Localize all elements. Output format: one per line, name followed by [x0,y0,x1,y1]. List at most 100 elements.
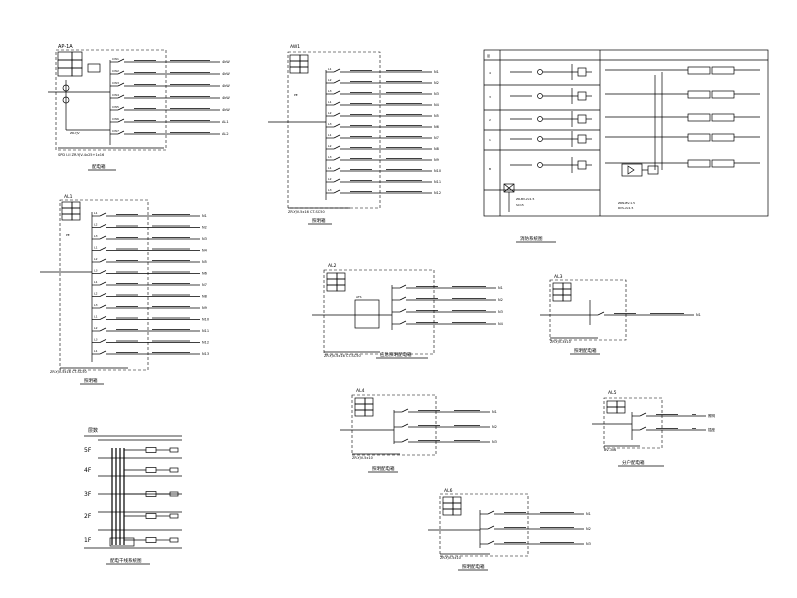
panel-ap5: AL3 ZR-YJV-3x10 N1 照明配电箱 [540,274,701,355]
circuit-id: L2 [94,292,98,296]
load-label: N1 [434,70,439,74]
load-label: N4 [434,103,440,107]
load-label: N3 [434,92,439,96]
riser-floor-row: 4F [84,467,179,474]
load-label: 4kW [222,60,230,64]
circuit-id: L2 [328,111,332,115]
panel-ap8-name: AL6 [444,488,453,494]
fire-system-diagram: 层 4 3 2 1 B ZR-BV-2x1.5 SC15 ZRN-BV-1.5 … [483,49,769,243]
load-label: 4kW [222,108,230,112]
circuit-id: L3 [94,269,98,273]
svg-text:ZRN-BV-1.5: ZRN-BV-1.5 [618,201,635,205]
svg-text:PE: PE [294,93,298,97]
panel-ap7-caption: 分户配电箱 [622,459,645,466]
ap8-circuit-row: N1 [480,510,591,516]
ap4-circuit-row: N4 [392,320,504,326]
riser-caption: 配电干线系统图 [110,557,142,564]
riser-floor-row: 3F [84,491,179,498]
svg-text:ZR-YJV-5x16 CT-SC50: ZR-YJV-5x16 CT-SC50 [288,210,325,214]
ap6-circuit-row: N2 [394,423,497,429]
panel-ap1-name: AP-1A [58,44,73,50]
panel-ap6-caption: 照明配电箱 [372,465,395,472]
circuit-id: L2 [94,257,98,261]
fire-floor-row [510,157,760,173]
svg-text:PE: PE [66,233,70,237]
panel-ap3-caption: 照明箱 [84,377,98,384]
load-label: N9 [434,158,439,162]
circuit-id: L2 [328,177,332,181]
circuit-id: L1 [328,67,332,71]
svg-text:BV-3x6: BV-3x6 [604,448,616,452]
load-label: N2 [492,425,497,429]
circuit-id: L2 [328,144,332,148]
ap6-circuit-row: N1 [394,408,497,414]
load-label: 插座 [708,427,716,432]
svg-text:B: B [489,167,491,171]
circuit-id: L1 [94,211,98,215]
load-label: N2 [202,226,207,230]
ap7-circuit-row: 照明 [632,412,716,418]
panel-ap1-caption: 配电箱 [92,163,106,170]
ap6-circuit-row: N3 [394,438,497,444]
svg-text:ZR-YJV-5x16 CT-SC50: ZR-YJV-5x16 CT-SC50 [324,354,361,358]
load-label: N9 [202,306,207,310]
panel-ap6-name: AL4 [356,388,365,394]
svg-text:1: 1 [489,138,491,142]
circuit-id: L3 [328,188,332,192]
circuit-id: L1 [94,349,98,353]
circuit-id: CW7 [112,129,119,133]
load-label: N10 [434,169,441,173]
svg-text:ZR-YJV-5x16 CT-SC50: ZR-YJV-5x16 CT-SC50 [50,370,87,374]
svg-text:层: 层 [487,53,490,58]
panel-ap3: AL1 PE ZR-YJV-5x16 CT-SC50 L1N1L2N2L3N3L… [40,194,209,385]
circuit-id: L3 [94,338,98,342]
load-label: N13 [202,352,209,356]
circuit-id: L3 [94,234,98,238]
circuit-id: L3 [328,122,332,126]
panel-ap3-name: AL1 [64,194,73,200]
load-label: N1 [492,410,497,414]
panel-ap7-name: AL5 [608,390,617,396]
fire-floor-row [510,64,760,80]
ap4-circuit-row: N2 [392,296,503,302]
circuit-id: L1 [94,315,98,319]
panel-ap2-caption: 照明箱 [312,217,326,224]
load-label: N8 [434,147,439,151]
circuit-id: L3 [328,89,332,93]
circuit-id: CW6 [112,117,119,121]
circuit-id: CW2 [112,69,119,73]
load-label: N3 [492,440,497,444]
svg-text:SPD I-II ZR-YJV-4x25+1x16: SPD I-II ZR-YJV-4x25+1x16 [58,153,104,157]
load-label: N4 [202,249,208,253]
circuit-id: CW4 [112,93,119,97]
load-label: N5 [202,260,207,264]
load-label: 4kW [222,84,230,88]
circuit-id: L1 [328,133,332,137]
load-label: N7 [434,136,439,140]
fire-floor-row [510,88,760,104]
load-label: N1 [586,512,591,516]
circuit-id: L3 [328,155,332,159]
ap4-circuit-row: N1 [392,284,503,290]
